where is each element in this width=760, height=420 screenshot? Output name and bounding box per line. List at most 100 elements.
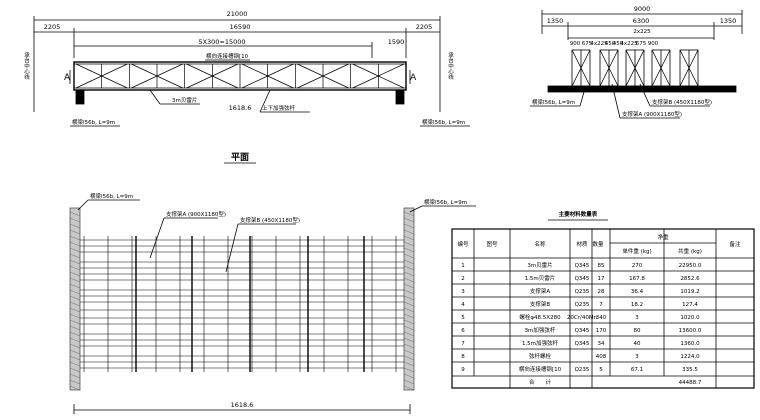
table-cell: 13600.0	[679, 328, 702, 334]
section-pile-label: 横梁I56b, L=9m	[532, 98, 575, 106]
th-material: 材质	[576, 240, 588, 248]
material-table: 主要材料数量表 编号 图号 名称 材质 数量 净重 单件重 (kg) 共重 (k…	[451, 210, 755, 389]
section-sub-dim: 675	[582, 41, 593, 47]
section-dim-middle: 6300	[633, 17, 650, 25]
section-dim-top-sub: 2x225	[633, 29, 651, 35]
table-cell: 1224.0	[680, 354, 700, 360]
table-cell: 3	[635, 354, 639, 360]
plan-pile-right: 横梁I56b, L=9m	[424, 198, 467, 206]
th-weight: 净重	[657, 233, 669, 241]
table-cell: 170	[596, 328, 607, 334]
th-remark: 备注	[729, 240, 741, 248]
table-cell: 6	[461, 328, 465, 334]
table-cell: 340	[596, 315, 607, 321]
table-cell: Q345	[575, 341, 590, 347]
table-cell: 3	[461, 289, 465, 295]
table-cell: 1020.0	[680, 315, 700, 321]
th-name: 名称	[534, 240, 546, 248]
table-cell: 36.4	[631, 289, 644, 295]
table-total-value: 44488.7	[679, 380, 702, 386]
dim-span: 5X300=15000	[198, 38, 245, 46]
table-cell: 3	[635, 315, 639, 321]
table-cell: 9	[461, 367, 465, 373]
truss-panels	[73, 63, 405, 89]
table-cell: 270	[632, 263, 643, 269]
table-cell: Q235	[575, 289, 590, 295]
table-row: 6 3m加强弦杆 Q345 170 80 13600.0	[461, 326, 702, 334]
table-cell: 167.8	[629, 276, 645, 282]
section-sub-dim: 900	[570, 41, 581, 47]
dim-middle: 16590	[230, 23, 251, 31]
table-cell: 2	[461, 276, 465, 282]
table-cell: 85	[598, 263, 605, 269]
table-cell: 335.5	[682, 367, 698, 373]
table-cell: 7	[461, 341, 465, 347]
dim-total: 21000	[227, 10, 248, 18]
abutment-right-label: 承台中心线	[447, 51, 454, 80]
table-cell: 3m加强弦杆	[525, 326, 556, 334]
table-cell: 408	[596, 354, 607, 360]
panel-label: 3m贝雷片	[172, 96, 197, 104]
table-cell: Q235	[575, 367, 590, 373]
section-sub-dim: 675	[636, 41, 647, 47]
chord-label: 上下加强弦杆	[262, 104, 296, 112]
table-cell: 40	[634, 341, 641, 347]
table-cell: 20Cr/40Mn	[567, 315, 598, 321]
svg-text:A: A	[64, 73, 71, 83]
plan-height: 1618.6	[231, 401, 254, 409]
table-cell: 1360.0	[680, 341, 700, 347]
th-total-weight: 共重 (kg)	[678, 247, 702, 255]
section-dim-total: 9000	[634, 5, 651, 13]
section-trusses	[571, 49, 699, 87]
th-no: 编号	[457, 240, 469, 248]
section-support-b: 支撑架B (450X1180型)	[652, 98, 712, 106]
abutment-left-label: 承台中心线	[23, 51, 30, 80]
table-row: 4 支撑架B Q235 7 18.2 127.4	[461, 300, 698, 308]
table-cell: 支撑架B	[530, 300, 551, 308]
section-support-a: 支撑架A (900X1180型)	[622, 110, 682, 118]
table-cell: 127.4	[682, 302, 698, 308]
table-cell: 67.1	[631, 367, 643, 373]
table-cell: 1	[461, 263, 465, 269]
table-cell: 1.5m贝雷片	[525, 274, 556, 282]
plan-view: 平面 横梁I56b, L=9m 横梁I56b, L=9m 支撑架A (900X1…	[69, 152, 476, 414]
table-cell: 5	[461, 315, 465, 321]
table-cell: Q345	[575, 263, 590, 269]
table-cell: Q235	[575, 302, 590, 308]
table-cell: 螺栓φ48.5X280	[519, 313, 561, 321]
plan-support-a: 支撑架A (900X1180型)	[166, 210, 226, 218]
dim-end-offset: 1590	[388, 38, 405, 46]
table-cell: 1.5m加强弦杆	[522, 339, 559, 347]
bracing-label: 横向连接槽钢[10	[206, 52, 249, 60]
table-cell: 80	[634, 328, 641, 334]
table-cell: 5	[599, 367, 603, 373]
th-unit-weight: 单件重 (kg)	[622, 247, 651, 255]
table-cell: 34	[598, 341, 605, 347]
plan-truss-lines	[80, 236, 404, 372]
dim-left-margin: 2205	[44, 23, 61, 31]
table-cell: 4	[461, 302, 465, 308]
table-cell: 18.2	[631, 302, 643, 308]
table-cell: 支撑架A	[530, 287, 551, 295]
pile-left-label: 横梁I56b, L=9m	[72, 118, 115, 126]
section-dim-right: 1350	[720, 17, 737, 25]
table-cell: 22950.0	[679, 263, 702, 269]
elevation-height: 1618.6	[229, 104, 252, 112]
dim-right-margin: 2205	[416, 23, 433, 31]
plan-title: 平面	[231, 152, 249, 163]
table-title: 主要材料数量表	[559, 210, 598, 218]
table-cell: 弦杆螺栓	[529, 352, 552, 360]
plan-pile-left: 横梁I56b, L=9m	[90, 192, 133, 200]
elevation-view: 21000 2205 16590 2205 5X300=15000 1590 A…	[23, 10, 470, 127]
table-cell: Q345	[575, 328, 590, 334]
table-cell: 7	[599, 302, 603, 308]
table-cell: 1019.2	[680, 289, 699, 295]
section-sub-dim: 450	[605, 41, 616, 47]
